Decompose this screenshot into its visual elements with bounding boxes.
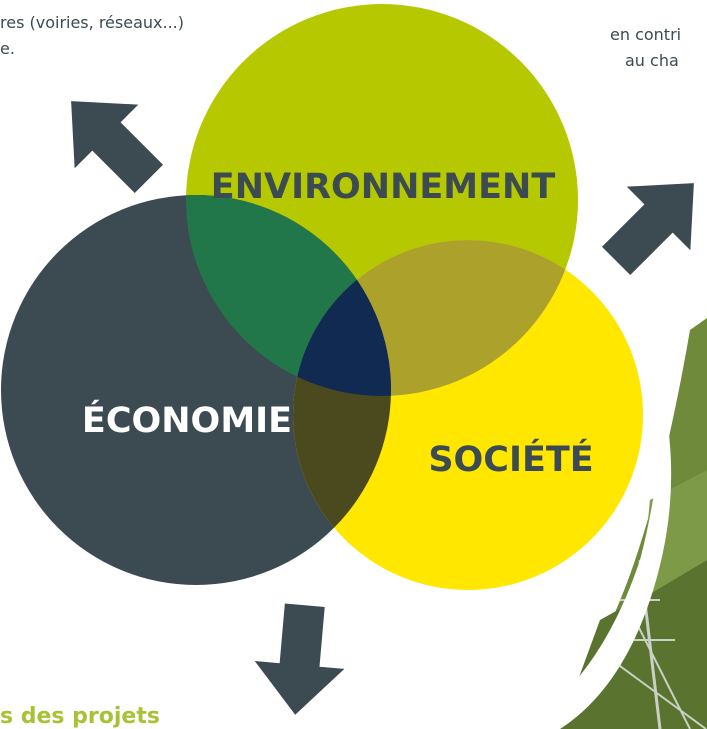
arrow-down-icon (254, 603, 345, 715)
white-swoosh-shape (520, 240, 672, 729)
bottom-partial-heading: s des projets (0, 704, 160, 729)
top-right-text-snippet: en contri au cha (610, 22, 681, 74)
top-left-text-line-2: e. (0, 39, 15, 58)
society-label: SOCIÉTÉ (428, 438, 593, 480)
top-right-text-line-2: au cha (625, 51, 679, 70)
top-right-text-line-1: en contri (610, 25, 682, 44)
top-left-text-line-1: res (voiries, réseaux...) (0, 13, 184, 32)
environment-label: ENVIRONNEMENT (211, 167, 556, 207)
arrow-up-left-icon (71, 101, 164, 194)
top-left-text-snippet: res (voiries, réseaux...) e. (0, 10, 184, 62)
arrow-up-right-icon (601, 183, 694, 276)
center-overlap (293, 240, 391, 396)
economy-label: ÉCONOMIE (82, 399, 292, 441)
